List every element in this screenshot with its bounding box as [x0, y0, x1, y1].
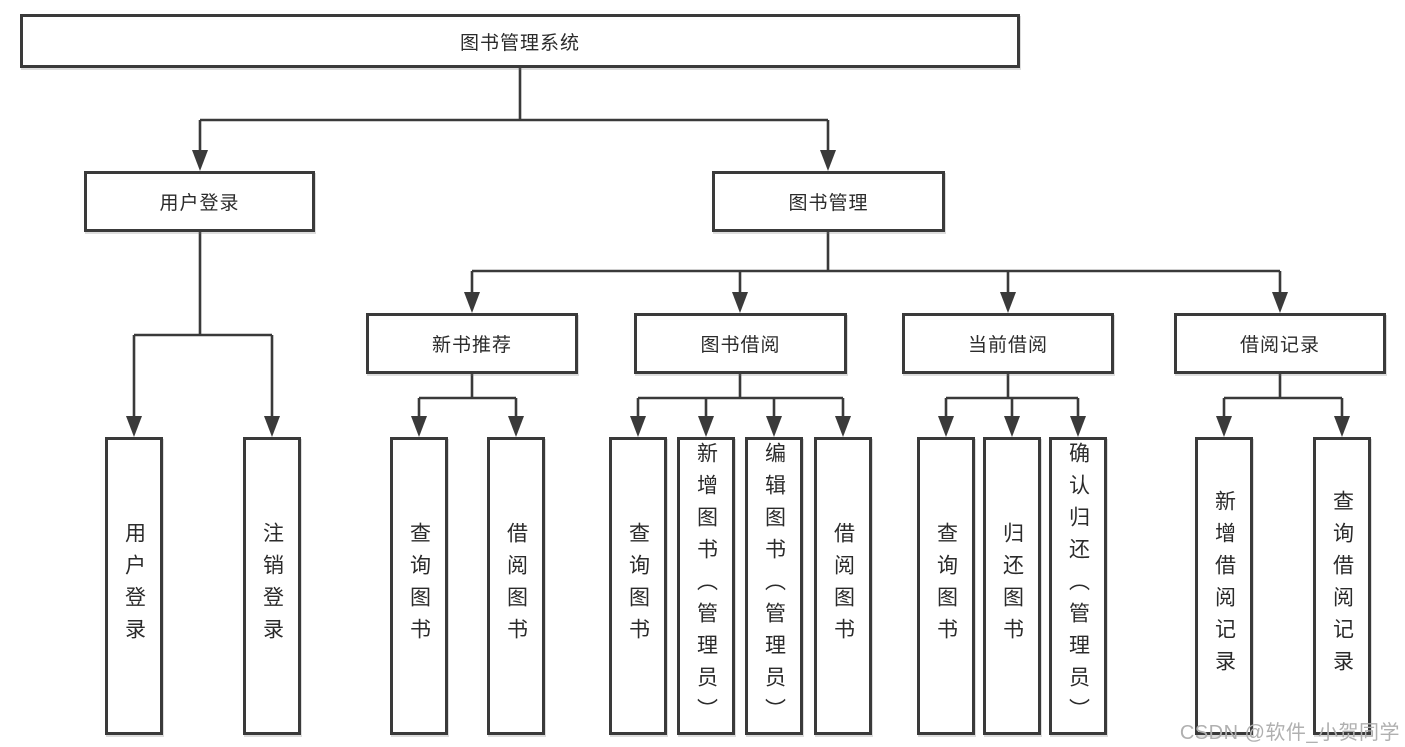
leaf-user-login: 用户登录: [105, 437, 163, 735]
node-label: 查询图书: [407, 522, 431, 650]
arrowhead: [411, 416, 427, 437]
leaf-newbook-borrow-books: 借阅图书: [487, 437, 545, 735]
arrowhead: [1000, 292, 1016, 313]
leaf-current-query-books: 查询图书: [917, 437, 975, 735]
connector-newbook-to-leaves: [417, 374, 518, 418]
arrowhead: [835, 416, 851, 437]
node-label: 用户登录: [122, 522, 146, 650]
node-new-book-recommend: 新书推荐: [366, 313, 578, 374]
arrowhead: [264, 416, 280, 437]
connector-bookmgmt-to-level3: [470, 232, 1282, 294]
leaf-records-add-borrow-record: 新增借阅记录: [1195, 437, 1253, 735]
leaf-records-query-borrow-record: 查询借阅记录: [1313, 437, 1371, 735]
node-label: 图书借阅: [700, 335, 781, 356]
connector-borrowing-to-leaves: [636, 374, 845, 418]
node-label: 新增借阅记录: [1212, 490, 1236, 682]
node-label: 新增图书（管理员）: [694, 442, 718, 730]
arrowhead: [766, 416, 782, 437]
node-book-management-system: 图书管理系统: [20, 14, 1020, 68]
node-label: 当前借阅: [967, 335, 1048, 356]
arrowhead: [126, 416, 142, 437]
node-label: 查询图书: [934, 522, 958, 650]
arrowhead: [1070, 416, 1086, 437]
node-label: 确认归还（管理员）: [1066, 442, 1090, 730]
arrowhead: [1272, 292, 1288, 313]
node-label: 注销登录: [260, 522, 284, 650]
node-label: 借阅记录: [1239, 335, 1320, 356]
node-borrow-records: 借阅记录: [1174, 313, 1386, 374]
arrowhead: [732, 292, 748, 313]
connector-current-to-leaves: [944, 374, 1080, 418]
connector-records-to-leaves: [1222, 374, 1344, 418]
node-label: 图书管理系统: [459, 32, 580, 54]
csdn-watermark: CSDN @软件_小贺同学: [1179, 722, 1400, 744]
arrowhead: [1216, 416, 1232, 437]
node-label: 查询图书: [626, 522, 650, 650]
node-book-management: 图书管理: [712, 171, 945, 232]
leaf-current-confirm-return-admin: 确认归还（管理员）: [1049, 437, 1107, 735]
arrowhead: [1004, 416, 1020, 437]
arrowhead: [698, 416, 714, 437]
node-user-login: 用户登录: [84, 171, 315, 232]
node-book-borrowing: 图书借阅: [634, 313, 847, 374]
arrowhead: [1334, 416, 1350, 437]
node-label: 借阅图书: [504, 522, 528, 650]
node-label: 新书推荐: [431, 335, 512, 356]
leaf-borrowing-query-books: 查询图书: [609, 437, 667, 735]
arrowhead: [820, 150, 836, 171]
node-label: 查询借阅记录: [1330, 490, 1354, 682]
leaf-newbook-query-books: 查询图书: [390, 437, 448, 735]
leaf-borrowing-add-books-admin: 新增图书（管理员）: [677, 437, 735, 735]
node-label: 用户登录: [159, 193, 240, 214]
connector-userlogin-to-leaves: [132, 232, 274, 418]
leaf-borrowing-edit-books-admin: 编辑图书（管理员）: [745, 437, 803, 735]
arrowhead: [938, 416, 954, 437]
node-label: 图书管理: [788, 193, 869, 214]
node-label: 归还图书: [1000, 522, 1024, 650]
node-label: 编辑图书（管理员）: [762, 442, 786, 730]
leaf-current-return-books: 归还图书: [983, 437, 1041, 735]
node-current-borrowing: 当前借阅: [902, 313, 1114, 374]
connector-root-to-level2: [198, 68, 830, 152]
arrowhead: [630, 416, 646, 437]
node-label: 借阅图书: [831, 522, 855, 650]
leaf-borrowing-borrow-books: 借阅图书: [814, 437, 872, 735]
leaf-logout: 注销登录: [243, 437, 301, 735]
arrowhead: [464, 292, 480, 313]
arrowhead: [508, 416, 524, 437]
arrowhead: [192, 150, 208, 171]
